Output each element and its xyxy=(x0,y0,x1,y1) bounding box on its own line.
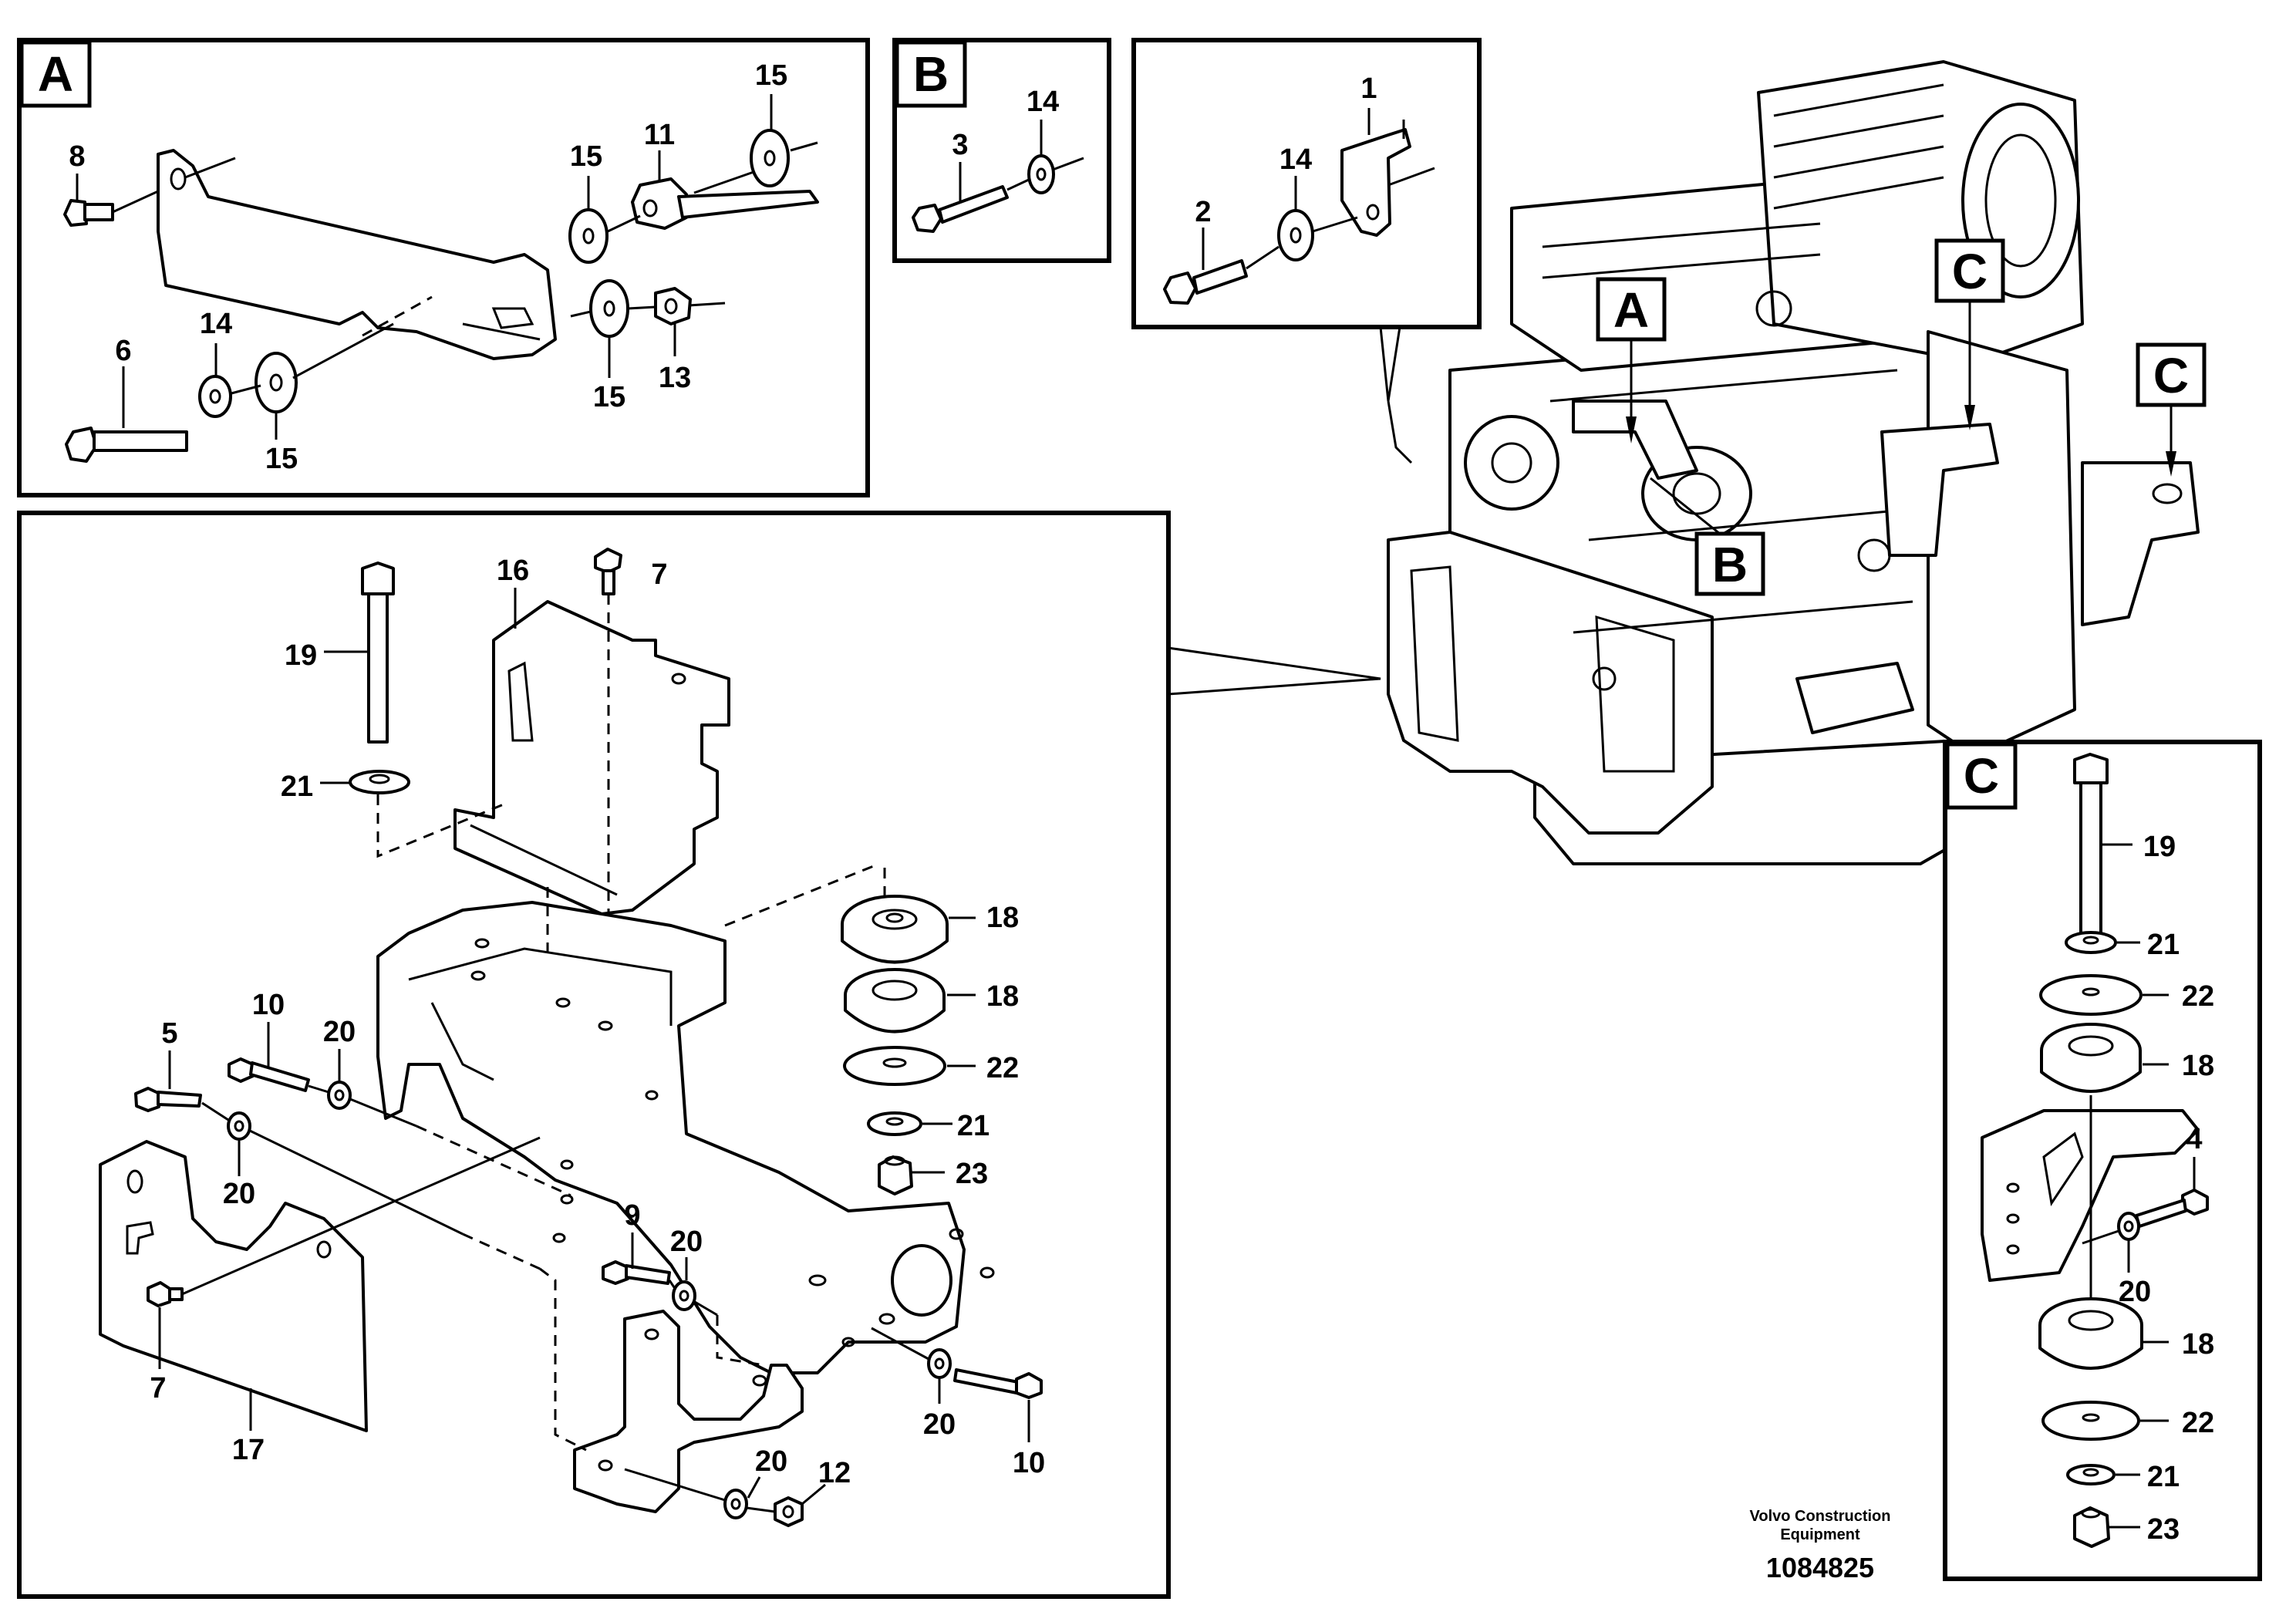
callout-main-9: 9 xyxy=(624,1199,640,1232)
callout-c-23: 23 xyxy=(2147,1513,2180,1546)
panel-b: B 3 14 xyxy=(892,38,1111,263)
callout-main-19: 19 xyxy=(285,639,317,672)
engine-tag-a-label: A xyxy=(1613,282,1649,338)
callout-a-15-top: 15 xyxy=(755,59,787,92)
callout-b-14: 14 xyxy=(1027,86,1059,118)
callout-a-11: 11 xyxy=(644,119,675,151)
callout-main-20-top: 20 xyxy=(323,1016,356,1048)
document-number: 1084825 xyxy=(1766,1552,1874,1583)
callout-b-3: 3 xyxy=(952,129,968,161)
callout-c-22-bottom: 22 xyxy=(2182,1407,2214,1439)
callout-main-20-bottom: 20 xyxy=(755,1445,787,1478)
engine-tag-b-label: B xyxy=(1712,537,1748,592)
callout-main-18-lower: 18 xyxy=(986,980,1019,1013)
panel-c: C 19 21 22 18 4 xyxy=(1943,740,2262,1581)
callout-main-21-left: 21 xyxy=(281,771,313,803)
publisher-credit: Volvo Construction Equipment 1084825 xyxy=(1750,1508,1891,1583)
callout-detail-2: 2 xyxy=(1195,196,1211,228)
callout-c-4: 4 xyxy=(2186,1123,2202,1155)
callout-main-12: 12 xyxy=(818,1457,851,1489)
engine-tag-c-right: C xyxy=(2136,342,2207,477)
callout-main-17: 17 xyxy=(232,1434,265,1466)
callout-main-18-top: 18 xyxy=(986,902,1019,934)
callout-a-15-lower: 15 xyxy=(593,381,625,413)
panel-c-tag: C xyxy=(1964,748,1999,804)
engine-tag-c-right-label: C xyxy=(2153,348,2189,403)
callout-detail-1: 1 xyxy=(1360,73,1377,105)
callout-main-5: 5 xyxy=(161,1017,177,1050)
callout-main-7-top: 7 xyxy=(651,558,667,591)
callout-c-18-top: 18 xyxy=(2182,1050,2214,1082)
callout-a-15-bottom: 15 xyxy=(265,443,298,475)
credit-line-1: Volvo Construction xyxy=(1750,1508,1891,1525)
panel-detail: 1 14 2 xyxy=(1131,38,1482,464)
callout-a-6: 6 xyxy=(115,335,131,367)
engine-tag-b: B xyxy=(1650,477,1765,596)
callout-a-14: 14 xyxy=(200,308,232,340)
panel-a-tag: A xyxy=(38,46,73,102)
callout-main-16: 16 xyxy=(497,555,529,587)
credit-line-2: Equipment xyxy=(1780,1526,1860,1543)
callout-c-21-bottom: 21 xyxy=(2147,1461,2180,1493)
callout-main-20-mid: 20 xyxy=(670,1226,703,1258)
callout-main-7-lower: 7 xyxy=(150,1372,166,1404)
engine-tag-a: A xyxy=(1596,277,1667,443)
callout-main-20-left: 20 xyxy=(223,1178,255,1210)
callout-main-10-top: 10 xyxy=(252,989,285,1021)
callout-a-8: 8 xyxy=(69,140,85,173)
panel-b-tag: B xyxy=(913,46,949,102)
callout-a-15-upper: 15 xyxy=(570,140,602,173)
callout-c-21-top: 21 xyxy=(2147,929,2180,961)
callout-c-22-top: 22 xyxy=(2182,980,2214,1013)
callout-detail-14: 14 xyxy=(1279,143,1312,176)
engine-illustration xyxy=(1387,60,2200,865)
callout-main-23: 23 xyxy=(956,1158,988,1190)
callout-c-18-bottom: 18 xyxy=(2182,1328,2214,1361)
panel-a: A 8 6 14 15 15 xyxy=(17,38,870,497)
callout-c-19: 19 xyxy=(2143,831,2176,863)
callout-main-22: 22 xyxy=(986,1052,1019,1084)
engine-tag-c-upper-label: C xyxy=(1952,244,1988,299)
engine-tag-c-upper: C xyxy=(1934,238,2005,430)
callout-main-10-right: 10 xyxy=(1013,1447,1045,1479)
callout-c-20: 20 xyxy=(2119,1276,2151,1308)
callout-main-21-right: 21 xyxy=(957,1110,990,1142)
callout-main-20-right: 20 xyxy=(923,1408,956,1441)
panel-main: 16 7 19 21 xyxy=(17,511,1381,1599)
callout-a-13: 13 xyxy=(659,362,691,394)
